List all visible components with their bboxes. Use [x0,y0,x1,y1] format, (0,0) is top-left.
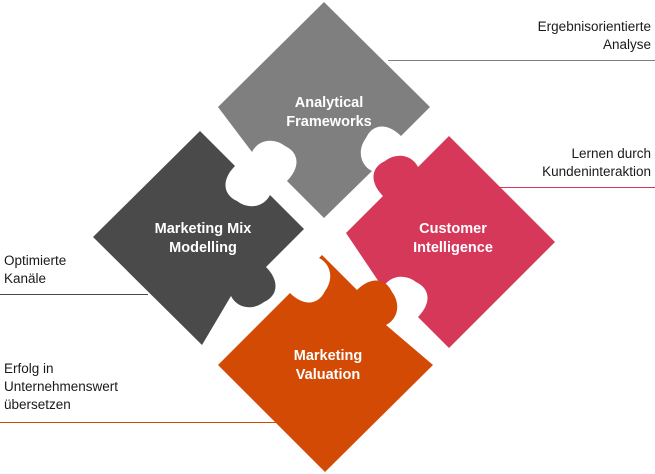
connector-line-bottom-left [0,422,285,423]
annotation-optimierte-kanaele: Optimierte Kanäle [4,252,66,288]
label-analytical-line1: Analytical [295,95,364,111]
label-customer-line2: Intelligence [413,240,493,256]
annotation-line: Erfolg in [4,361,54,376]
label-mmm-line1: Marketing Mix [155,221,252,237]
label-customer-line1: Customer [419,221,487,237]
puzzle-piece-marketing-mix-modelling [93,131,304,345]
connector-line-mid-left [0,294,148,295]
label-valuation-line2: Valuation [296,367,360,383]
annotation-line: übersetzen [4,397,71,412]
label-mmm-line2: Modelling [169,240,237,256]
connector-line-mid-right [452,187,655,188]
annotation-line: Unternehmenswert [4,379,119,394]
annotation-erfolg-in-unternehmenswert: Erfolg in Unternehmenswert übersetzen [4,360,118,414]
annotation-ergebnisorientierte-analyse: Ergebnisorientierte Analyse [538,18,651,54]
annotation-line: Kanäle [4,271,47,286]
puzzle-piece-analytical-frameworks [218,2,430,218]
annotation-line: Optimierte [4,253,67,268]
annotation-line: Analyse [602,37,651,52]
annotation-line: Ergebnisorientierte [537,19,651,34]
connector-line-top-right [388,60,655,61]
label-analytical-line2: Frameworks [286,114,371,130]
label-valuation-line1: Marketing [294,348,363,364]
annotation-line: Lernen durch [571,146,651,161]
annotation-line: Kundeninteraktion [542,164,651,179]
puzzle-piece-customer-intelligence [346,136,555,348]
annotation-lernen-durch-kundeninteraktion: Lernen durch Kundeninteraktion [542,145,651,181]
puzzle-piece-marketing-valuation [218,255,433,472]
